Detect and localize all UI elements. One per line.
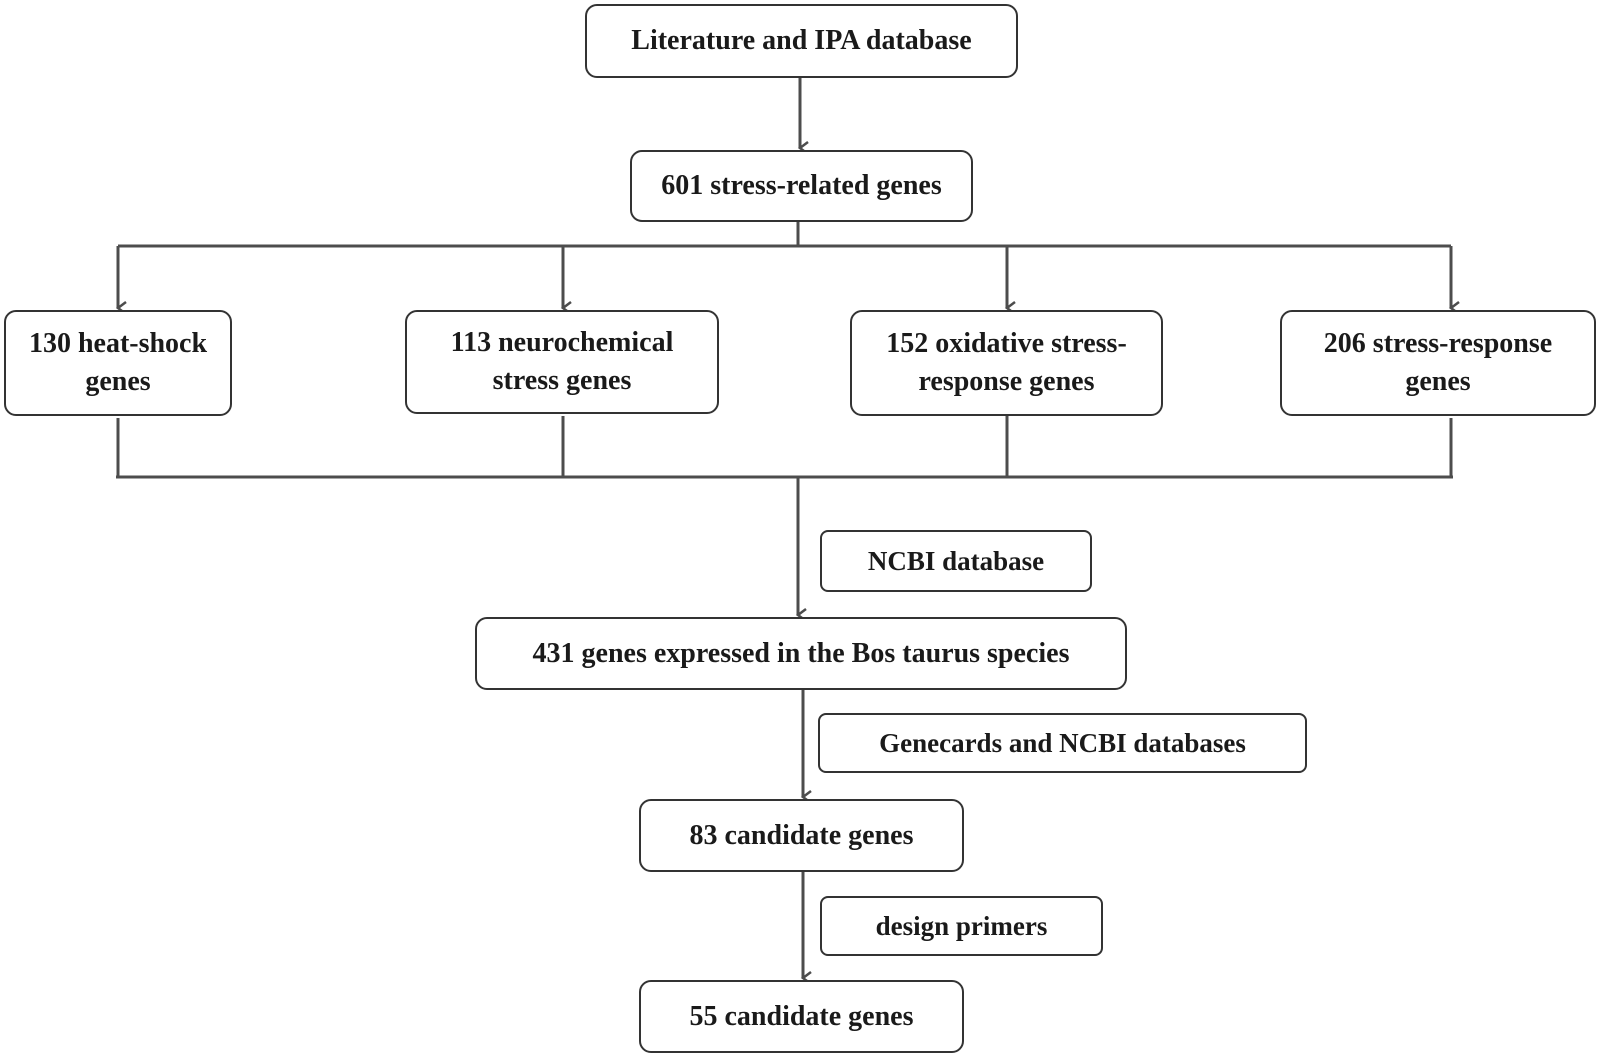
candidate-55-box: 55 candidate genes <box>639 980 964 1053</box>
heat-shock-box: 130 heat-shock genes <box>4 310 232 416</box>
genecards-ncbi-label: Genecards and NCBI databases <box>818 713 1307 773</box>
total-genes-box: 601 stress-related genes <box>630 150 973 222</box>
stress-response-box: 206 stress-response genes <box>1280 310 1596 416</box>
bos-taurus-genes-box: 431 genes expressed in the Bos taurus sp… <box>475 617 1127 690</box>
candidate-83-box: 83 candidate genes <box>639 799 964 872</box>
design-primers-label: design primers <box>820 896 1103 956</box>
source-box: Literature and IPA database <box>585 4 1018 78</box>
neurochemical-box: 113 neurochemical stress genes <box>405 310 719 414</box>
oxidative-box: 152 oxidative stress-response genes <box>850 310 1163 416</box>
ncbi-database-label: NCBI database <box>820 530 1092 592</box>
